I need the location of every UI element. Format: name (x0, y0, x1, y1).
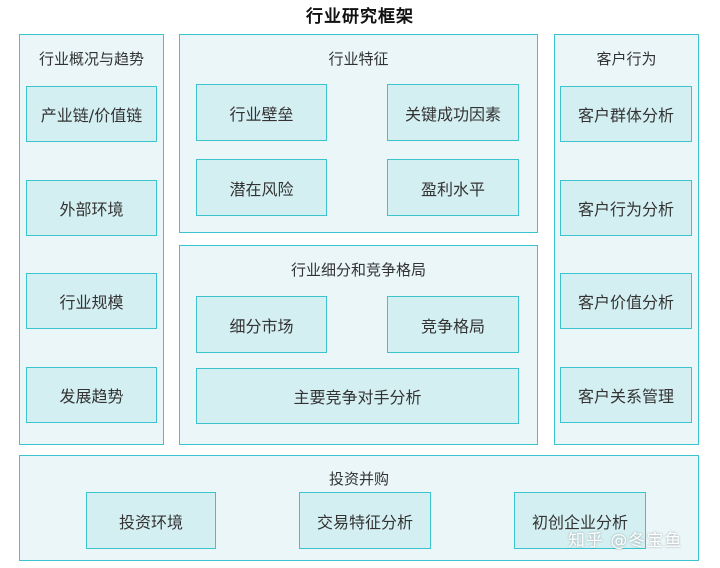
box-development-trend: 发展趋势 (26, 367, 157, 423)
box-investment-environment: 投资环境 (86, 492, 216, 549)
panel-title-industry-features: 行业特征 (328, 50, 389, 68)
box-potential-risks: 潜在风险 (196, 159, 327, 216)
diagram-title: 行业研究框架 (306, 7, 414, 27)
box-main-competitors: 主要竞争对手分析 (196, 368, 519, 424)
panel-title-segmentation-competition: 行业细分和竞争格局 (290, 261, 426, 279)
box-customer-value: 客户价值分析 (560, 273, 692, 329)
box-market-segments: 细分市场 (196, 296, 327, 353)
box-industry-barriers: 行业壁垒 (196, 84, 327, 141)
box-value-chain: 产业链/价值链 (26, 86, 157, 142)
panel-title-industry-overview: 行业概况与趋势 (38, 50, 144, 68)
box-customer-groups: 客户群体分析 (560, 86, 692, 142)
box-customer-relationship: 客户关系管理 (560, 367, 692, 423)
box-profit-level: 盈利水平 (387, 159, 519, 216)
box-competitive-landscape: 竞争格局 (387, 296, 519, 353)
watermark-text: 知乎 @冬宝鱼 (568, 531, 683, 551)
panel-title-customer-behavior: 客户行为 (596, 50, 657, 68)
panel-title-investment-ma: 投资并购 (328, 470, 389, 488)
box-customer-behavior-analysis: 客户行为分析 (560, 180, 692, 236)
box-key-success-factors: 关键成功因素 (387, 84, 519, 141)
box-industry-scale: 行业规模 (26, 273, 157, 329)
box-transaction-features: 交易特征分析 (299, 492, 431, 549)
box-external-environment: 外部环境 (26, 180, 157, 236)
box-startup-analysis: 初创企业分析 (514, 492, 646, 549)
